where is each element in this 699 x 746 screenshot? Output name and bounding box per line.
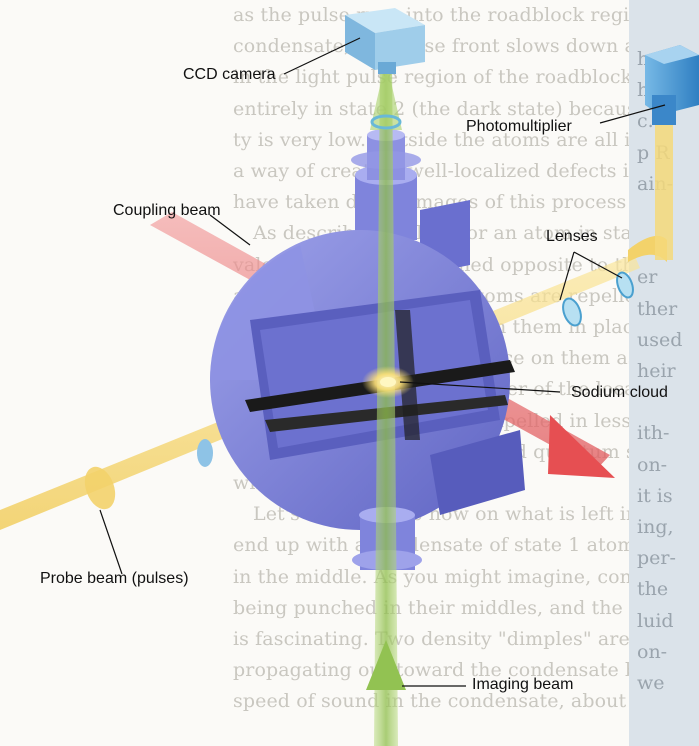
vacuum-chamber xyxy=(197,129,525,570)
coupling-beam-label: Coupling beam xyxy=(113,202,221,220)
lenses-label: Lenses xyxy=(546,228,598,246)
imaging-beam-label: Imaging beam xyxy=(472,676,573,694)
probe-beam-label: Probe beam (pulses) xyxy=(40,570,189,588)
photomultiplier-label: Photomultiplier xyxy=(466,118,572,136)
sodium-cloud-label: Sodium cloud xyxy=(571,384,668,402)
ccd-camera-label: CCD camera xyxy=(183,66,275,84)
photomultiplier xyxy=(645,45,699,125)
ccd-camera xyxy=(345,8,425,74)
